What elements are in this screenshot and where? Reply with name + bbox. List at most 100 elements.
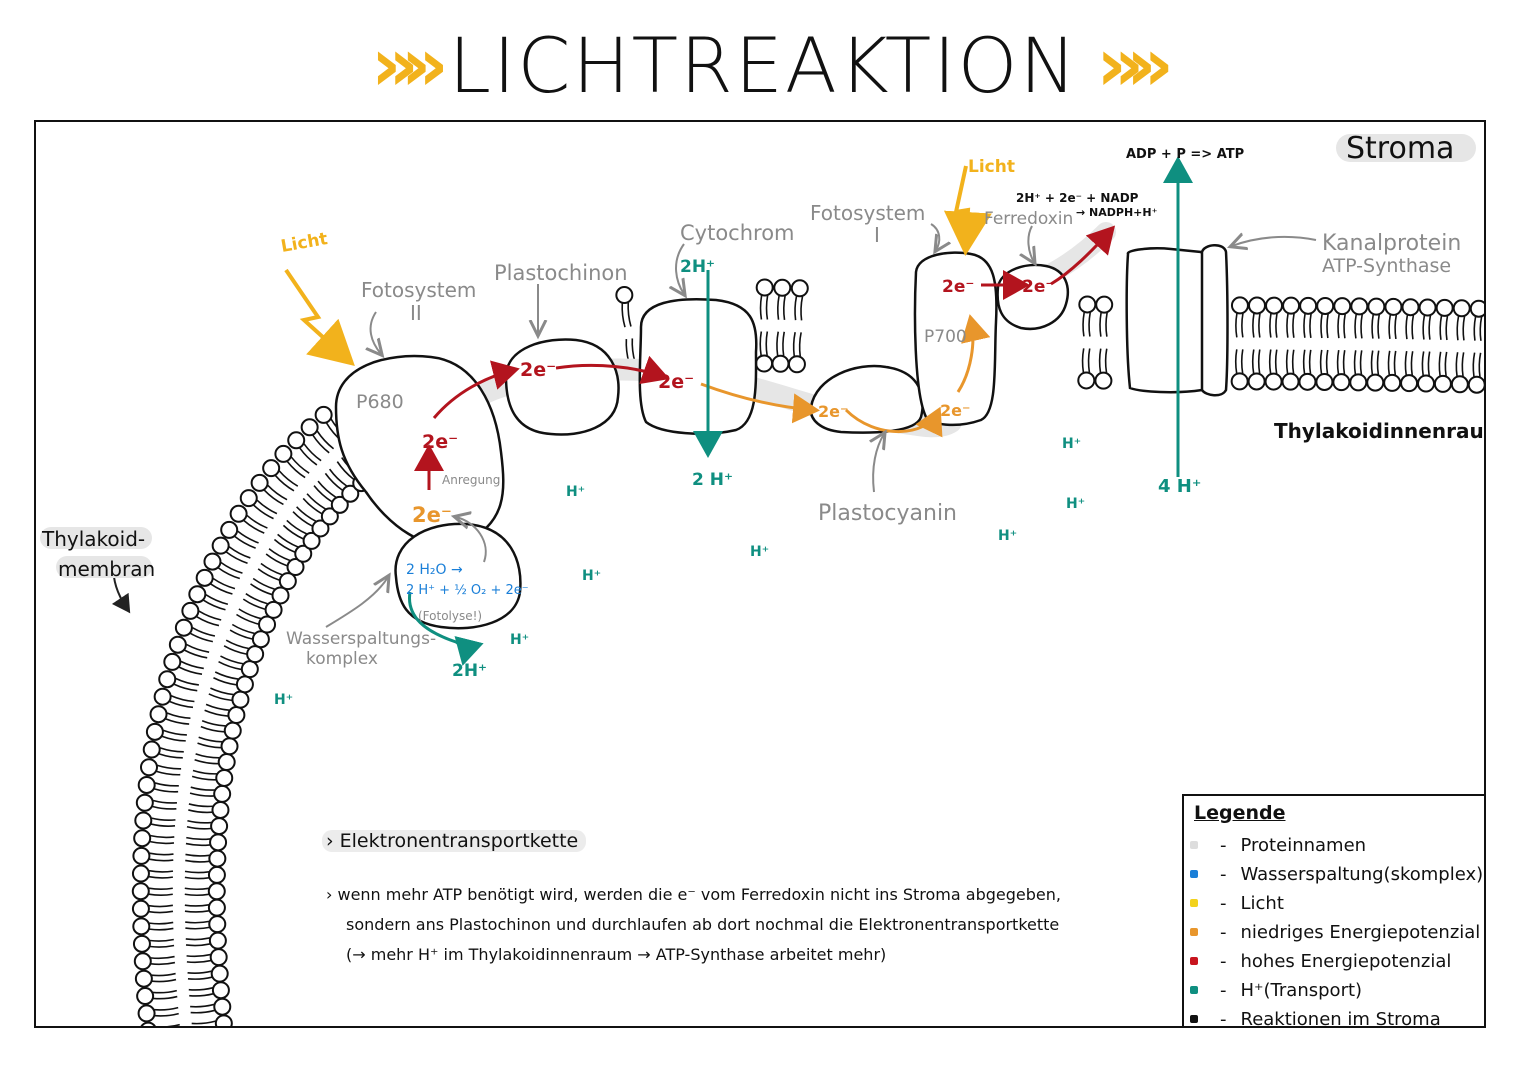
lipid-tail	[776, 331, 786, 356]
lipid-tail	[1388, 314, 1398, 340]
lipid-head	[133, 952, 152, 971]
light-label: Licht	[968, 157, 1015, 177]
lipid-tail	[189, 786, 215, 797]
lipid-tail	[154, 1006, 179, 1017]
lipid-head	[210, 964, 229, 983]
lipid-head	[131, 882, 150, 901]
lipid-head	[211, 981, 230, 1000]
stroma-label: Stroma	[1346, 131, 1454, 166]
lipid-tail	[312, 430, 335, 454]
lipid-tail	[243, 514, 268, 534]
lipid-head	[1299, 296, 1318, 315]
legend-label: H⁺(Transport)	[1240, 979, 1363, 1001]
legend-item: -Licht	[1190, 890, 1284, 916]
cytochrome-protein	[638, 297, 758, 435]
ferredoxin-label: Ferredoxin	[984, 209, 1073, 229]
title-banner: »» LICHTREAKTION »»	[0, 20, 1527, 110]
nadp-reaction-line-2: → NADPH+H⁺	[1076, 206, 1158, 219]
lipid-head	[1384, 297, 1403, 316]
lipid-head	[181, 601, 200, 620]
lipid-head	[755, 278, 774, 297]
lipid-head	[207, 898, 226, 917]
legend-swatch	[1190, 1015, 1198, 1023]
diagram-frame: Stroma Thylakoidinnenraum Thylakoid- mem…	[34, 120, 1486, 1028]
lipid-tail	[165, 712, 191, 725]
lipid-tail	[197, 736, 223, 749]
lipid-head	[207, 865, 226, 884]
lipid-tail	[313, 480, 337, 503]
legend-label: Licht	[1240, 892, 1284, 914]
lipid-tail	[225, 546, 251, 564]
lipid-head	[1417, 374, 1436, 393]
lipid-head	[1469, 299, 1484, 318]
lipid-tail	[187, 970, 213, 980]
electron-label: 2e⁻	[658, 371, 694, 393]
photolysis-line-2: 2 H⁺ + ½ O₂ + 2e⁻	[406, 583, 529, 598]
proton-label: H⁺	[566, 484, 585, 500]
lipid-head	[1350, 297, 1369, 316]
lipid-head	[1366, 373, 1385, 392]
p680-label: P680	[356, 391, 404, 413]
lipid-head	[258, 615, 277, 634]
proton-label: H⁺	[1066, 496, 1085, 512]
lipid-head	[287, 431, 306, 450]
photolysis-note: (Fotolyse!)	[418, 609, 482, 623]
legend-label: Proteinnamen	[1240, 834, 1367, 856]
atp-synthase-right	[1200, 244, 1229, 397]
lipid-tail	[148, 887, 173, 897]
lipid-tail	[200, 720, 226, 733]
pointer-arrow	[873, 434, 884, 493]
light-label: Licht	[279, 229, 329, 257]
legend-item: -Wasserspaltung(skomplex)	[1190, 861, 1483, 887]
electron-label: 2e⁻	[940, 401, 970, 420]
lipid-tail	[152, 799, 178, 810]
lipid-head	[1077, 371, 1096, 390]
lipid-head	[208, 849, 227, 868]
legend-swatch	[1190, 899, 1198, 907]
pointer-arrow	[371, 311, 381, 354]
lipid-head	[133, 829, 152, 848]
lipid-head	[1418, 298, 1437, 317]
lipid-head	[1333, 297, 1352, 316]
lipid-head	[1315, 372, 1334, 391]
atp-synthase-left	[1125, 247, 1207, 394]
light-reaction-diagram: Stroma Thylakoidinnenraum Thylakoid- mem…	[40, 131, 1484, 1026]
legend-label: niedriges Energiepotenzial	[1240, 921, 1481, 943]
lipid-tail	[185, 920, 210, 930]
lipid-head	[1298, 372, 1317, 391]
electron-arrow	[555, 355, 670, 385]
lipid-tail	[759, 331, 769, 356]
lipid-tail	[1439, 315, 1449, 341]
ps1-roman: I	[874, 223, 880, 247]
lipid-head	[1435, 298, 1454, 317]
lipid-head	[235, 675, 254, 694]
legend-item: -niedriges Energiepotenzial	[1190, 919, 1480, 945]
lipid-head	[615, 286, 634, 305]
lipid-tail	[1337, 313, 1346, 339]
lipid-head	[168, 635, 187, 654]
lipid-head	[773, 278, 792, 297]
legend-label: Reaktionen im Stroma	[1240, 1008, 1441, 1028]
lipid-head	[214, 1014, 233, 1026]
water-complex-label-2: komplex	[306, 649, 378, 669]
lipid-head	[1316, 296, 1335, 315]
lipid-head	[1332, 373, 1351, 392]
proton-label: H⁺	[510, 632, 529, 648]
lipid-tail	[1354, 314, 1363, 339]
lipid-tail	[1421, 351, 1431, 376]
lipid-tail	[149, 921, 174, 931]
lipid-head	[142, 740, 161, 759]
lipid-tail	[1268, 349, 1278, 374]
lipid-head	[1264, 372, 1283, 391]
lipid-head	[137, 775, 156, 794]
lipid-head	[240, 660, 259, 679]
lipid-tail	[1286, 313, 1295, 338]
lipid-tail	[1353, 350, 1363, 375]
pointer-arrow	[1028, 225, 1034, 262]
membrane-label-bg	[40, 527, 152, 549]
lipid-tail	[324, 468, 348, 491]
lipid-tail	[148, 869, 174, 879]
lipid-tail	[621, 302, 632, 328]
lipid-head	[131, 864, 150, 883]
water-complex-label-1: Wasserspaltungs-	[286, 629, 436, 649]
